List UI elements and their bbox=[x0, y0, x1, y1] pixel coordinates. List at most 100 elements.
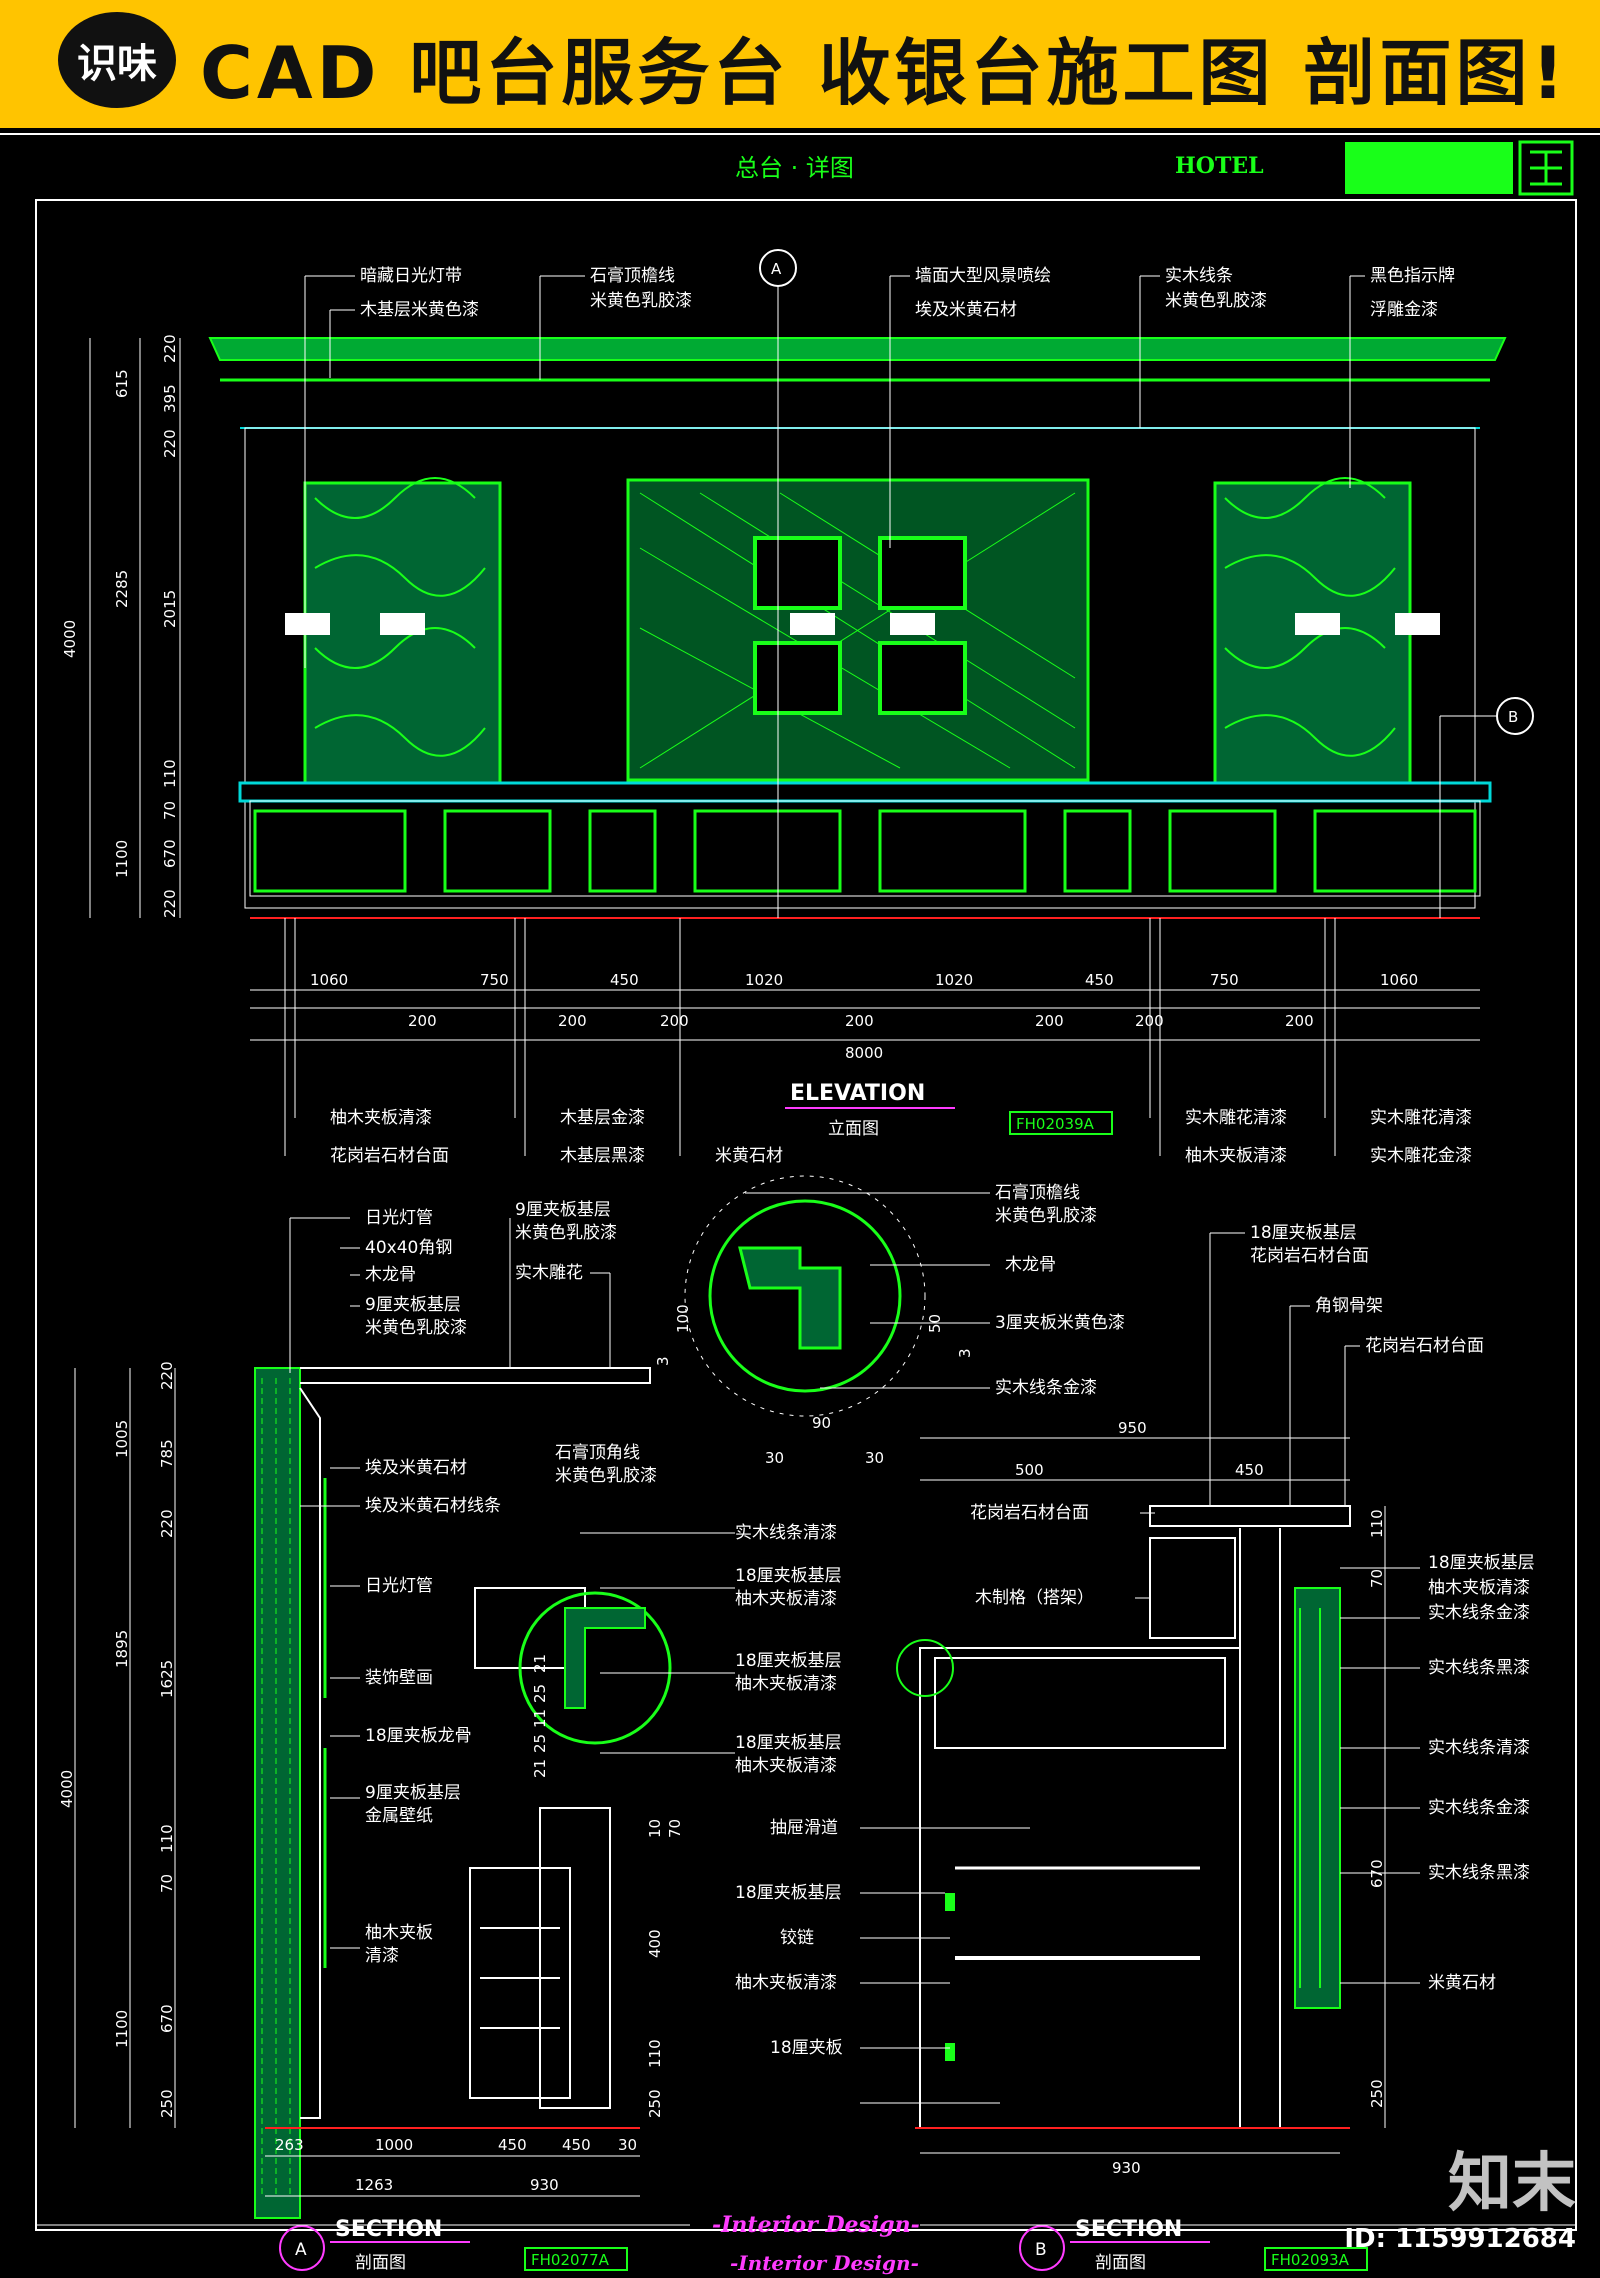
sa-label-6: 米黄色乳胶漆 bbox=[515, 1223, 617, 1243]
sa-rdim-4: 250 bbox=[646, 2089, 664, 2118]
sa-ldim-1: 1005 bbox=[113, 1420, 131, 1458]
section-a-code: FH02077A bbox=[531, 2251, 610, 2269]
elevation-top-label-7: 米黄色乳胶漆 bbox=[1165, 291, 1267, 311]
section-a-title-en: SECTION bbox=[335, 2217, 442, 2242]
sa-rdim-0: 10 bbox=[646, 1819, 664, 1838]
sa-label-7: 实木雕花 bbox=[515, 1263, 583, 1283]
sa-dlabel-3: 3厘夹板米黄色漆 bbox=[995, 1313, 1125, 1333]
logo-green-block bbox=[1345, 142, 1513, 194]
elevation-title-cn: 立面图 bbox=[828, 1119, 879, 1139]
sa-label-4: 米黄色乳胶漆 bbox=[365, 1318, 467, 1338]
sb-label-13: 抽屉滑道 bbox=[770, 1818, 838, 1838]
sa-label-3: 9厘夹板基层 bbox=[365, 1295, 461, 1315]
elev-bot-label-5: 实木雕花清漆 bbox=[1185, 1108, 1287, 1128]
elevation-title-en: ELEVATION bbox=[790, 1081, 925, 1106]
elev-bdim-7: 200 bbox=[845, 1012, 874, 1030]
sb-label-12: 柚木夹板清漆 bbox=[735, 1756, 837, 1776]
elevation-top-label-8: 黑色指示牌 bbox=[1370, 266, 1455, 286]
sb-dim-5: 670 bbox=[1368, 1859, 1386, 1888]
sa-label-9: 埃及米黄石材线条 bbox=[365, 1496, 501, 1516]
elev-bot-label-6: 柚木夹板清漆 bbox=[1185, 1146, 1287, 1166]
sa-ldim-10: 250 bbox=[158, 2089, 176, 2118]
elev-bdim-12: 750 bbox=[1210, 971, 1239, 989]
sb-label-16: 柚木夹板清漆 bbox=[735, 1973, 837, 1993]
sb-label-14: 18厘夹板基层 bbox=[735, 1883, 842, 1903]
sa-bdim-0: 263 bbox=[275, 2136, 304, 2154]
sb-rlabel-0: 18厘夹板基层 bbox=[1428, 1553, 1535, 1573]
watermark-logo: 知末 bbox=[1448, 2147, 1576, 2221]
elev-dim-220c: 220 bbox=[161, 889, 179, 918]
sb-rlabel-5: 实木线条金漆 bbox=[1428, 1798, 1530, 1818]
sheet-footer-1: -Interior Design- bbox=[712, 2212, 920, 2238]
sb-dim-2: 450 bbox=[1235, 1461, 1264, 1479]
title-banner: 识味 CAD 吧台服务台 收银台施工图 剖面图! bbox=[0, 0, 1600, 128]
sb-dim-3: 110 bbox=[1368, 1509, 1386, 1538]
elevation-marker-a: A bbox=[771, 260, 782, 278]
elevation-view: A B 暗藏日光灯带 木基层米黄色漆 石膏顶檐线 米黄色乳胶漆 墙面大型风景喷绘… bbox=[61, 249, 1534, 1166]
elev-bdim-total: 8000 bbox=[845, 1044, 883, 1062]
sb-dim-0: 950 bbox=[1118, 1419, 1147, 1437]
elev-dim-70: 70 bbox=[161, 801, 179, 820]
sa-ldim-7: 70 bbox=[158, 1874, 176, 1893]
section-b-code: FH02093A bbox=[1271, 2251, 1350, 2269]
sb-dim-7: 930 bbox=[1112, 2159, 1141, 2177]
elev-bot-label-3: 木基层黑漆 bbox=[560, 1146, 645, 1166]
sa-label-1: 40x40角钢 bbox=[365, 1238, 452, 1258]
elev-bdim-10: 450 bbox=[1085, 971, 1114, 989]
sb-rlabel-7: 米黄石材 bbox=[1428, 1973, 1496, 1993]
sa-ddim-2: 90 bbox=[812, 1414, 831, 1432]
section-b-marker: B bbox=[1035, 2240, 1047, 2260]
sb-ddim-1: 25 bbox=[531, 1684, 549, 1703]
sa-label-0: 日光灯管 bbox=[365, 1208, 433, 1228]
elevation-marker-b: B bbox=[1508, 708, 1518, 726]
elev-bdim-5: 200 bbox=[660, 1012, 689, 1030]
sa-ddim-0: 100 bbox=[674, 1304, 692, 1333]
sb-rlabel-1: 柚木夹板清漆 bbox=[1428, 1578, 1530, 1598]
elevation-top-label-3: 米黄色乳胶漆 bbox=[590, 291, 692, 311]
sa-dlabel-0: 石膏顶檐线 bbox=[995, 1182, 1080, 1203]
hotel-label: HOTEL bbox=[1175, 153, 1264, 179]
sb-label-9: 18厘夹板基层 bbox=[735, 1651, 842, 1671]
section-a-view: 220 1005 785 220 1895 1625 110 70 1100 6… bbox=[58, 1175, 1125, 2273]
elev-dim-110: 110 bbox=[161, 759, 179, 788]
elev-dim-615: 615 bbox=[113, 369, 131, 398]
elevation-top-label-9: 浮雕金漆 bbox=[1370, 300, 1438, 320]
elevation-top-label-6: 实木线条 bbox=[1165, 266, 1233, 286]
sb-label-6: 实木线条清漆 bbox=[735, 1523, 837, 1543]
sa-ldim-6: 110 bbox=[158, 1824, 176, 1853]
sa-label-5: 9厘夹板基层 bbox=[515, 1200, 611, 1220]
elevation-top-label-2: 石膏顶檐线 bbox=[590, 265, 675, 286]
elev-dim-2015: 2015 bbox=[161, 590, 179, 628]
sa-dlabel-1: 米黄色乳胶漆 bbox=[995, 1206, 1097, 1226]
elevation-top-label-4: 墙面大型风景喷绘 bbox=[915, 266, 1051, 286]
sb-dim-1: 500 bbox=[1015, 1461, 1044, 1479]
sb-label-10: 柚木夹板清漆 bbox=[735, 1674, 837, 1694]
sa-label-10: 石膏顶角线 bbox=[555, 1442, 640, 1463]
sb-label-7: 18厘夹板基层 bbox=[735, 1566, 842, 1586]
elevation-top-label-1: 木基层米黄色漆 bbox=[360, 300, 479, 320]
elev-bdim-9: 200 bbox=[1035, 1012, 1064, 1030]
elevation-top-label-0: 暗藏日光灯带 bbox=[360, 266, 462, 286]
elev-bdim-0: 1060 bbox=[310, 971, 348, 989]
sa-ldim-8: 1100 bbox=[113, 2010, 131, 2048]
elev-bdim-13: 200 bbox=[1285, 1012, 1314, 1030]
sa-ldim-2: 785 bbox=[158, 1439, 176, 1468]
sa-label-17: 柚木夹板 bbox=[365, 1923, 433, 1943]
sb-ddim-4: 21 bbox=[531, 1759, 549, 1778]
sa-bdim-4: 30 bbox=[618, 2136, 637, 2154]
sa-ddim-4: 3 bbox=[654, 1356, 672, 1366]
cad-drawing: 总台 · 详图 HOTEL bbox=[0, 128, 1600, 2278]
sa-ddim-6: 3 bbox=[956, 1348, 974, 1358]
sb-label-17: 18厘夹板 bbox=[770, 2038, 843, 2058]
sb-label-2: 角钢骨架 bbox=[1315, 1296, 1383, 1316]
sb-label-15: 铰链 bbox=[780, 1928, 814, 1948]
section-b-detail bbox=[896, 1639, 954, 1697]
sb-rlabel-6: 实木线条黑漆 bbox=[1428, 1863, 1530, 1883]
elev-dim-2285: 2285 bbox=[113, 570, 131, 608]
sb-ddim-2: 11 bbox=[531, 1709, 549, 1728]
sa-ddim-1: 30 bbox=[765, 1449, 784, 1467]
sb-ddim-0: 21 bbox=[531, 1654, 549, 1673]
section-a-marker: A bbox=[295, 2240, 307, 2260]
elev-bot-label-0: 柚木夹板清漆 bbox=[330, 1108, 432, 1128]
sb-rlabel-2: 实木线条金漆 bbox=[1428, 1603, 1530, 1623]
